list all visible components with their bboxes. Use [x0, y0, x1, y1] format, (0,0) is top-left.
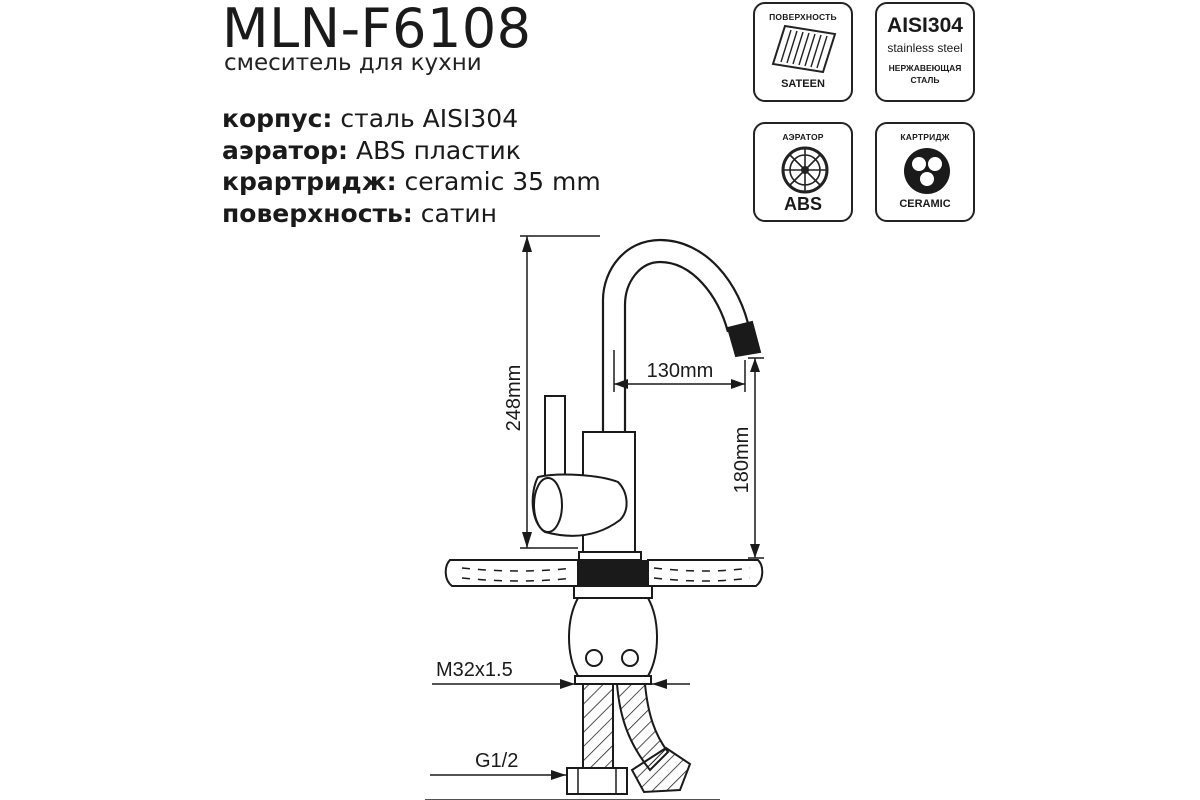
spec-key: крартридж:: [222, 167, 397, 196]
badge-title: AISI304: [887, 14, 963, 37]
spec-cartridge: крартридж: ceramic 35 mm: [222, 166, 601, 198]
badge-caption: ПОВЕРХНОСТЬ: [769, 12, 837, 22]
badge-footer: ABS: [783, 194, 822, 214]
spec-surface: поверхность: сатин: [222, 198, 601, 230]
dimension-arrows: [522, 236, 760, 780]
badge-note-line2: СТАЛЬ: [910, 75, 940, 85]
connection-label: G1/2: [475, 750, 518, 772]
badge-note: НЕРЖАВЕЮЩАЯ СТАЛЬ: [877, 62, 973, 86]
spec-value: ceramic 35 mm: [396, 167, 601, 196]
surface-badge: ПОВЕРХНОСТЬ SATEEN: [753, 2, 853, 102]
spec-aerator: аэратор: ABS пластик: [222, 135, 601, 167]
spec-key: поверхность:: [222, 198, 413, 228]
badge-footer: CERAMIC: [899, 198, 951, 210]
dimension-lines: [425, 235, 764, 800]
cartridge-badge: КАРТРИДЖ CERAMIC: [875, 122, 975, 222]
reach-label: 130mm: [647, 360, 714, 382]
mounting-nut: [568, 585, 658, 685]
spec-key: аэратор:: [222, 135, 349, 165]
ceramic-cartridge-icon: [904, 148, 950, 194]
badge-subtitle: stainless steel: [887, 41, 963, 55]
brushed-surface-icon: [771, 24, 837, 74]
badge-caption: АЭРАТОР: [782, 132, 824, 142]
spec-value: сталь AISI304: [332, 104, 519, 133]
spec-value: ABS пластик: [348, 135, 521, 165]
badge-caption: КАРТРИДЖ: [900, 132, 950, 142]
spout-height-label: 180mm: [731, 427, 753, 494]
aerator-badge: АЭРАТОР ABS: [753, 122, 853, 222]
spec-value: сатин: [412, 198, 497, 228]
model-subtitle: смеситель для кухни: [224, 50, 482, 76]
spec-list: корпус: сталь AISI304 аэратор: ABS пласт…: [222, 103, 601, 229]
model-title: MLN-F6108: [222, 0, 532, 60]
steel-badge: AISI304 stainless steel НЕРЖАВЕЮЩАЯ СТАЛ…: [875, 2, 975, 102]
countertop: [444, 559, 764, 587]
faucet-body: [531, 238, 762, 561]
aerator-mesh-icon: [781, 146, 829, 194]
spec-key: корпус:: [222, 104, 333, 133]
badge-footer: SATEEN: [781, 78, 825, 90]
spec-body: корпус: сталь AISI304: [222, 103, 601, 135]
supply-hoses: [566, 683, 692, 795]
height-label: 248mm: [503, 365, 525, 432]
thread-label: M32x1.5: [436, 659, 513, 681]
badge-note-line1: НЕРЖАВЕЮЩАЯ: [888, 63, 962, 73]
